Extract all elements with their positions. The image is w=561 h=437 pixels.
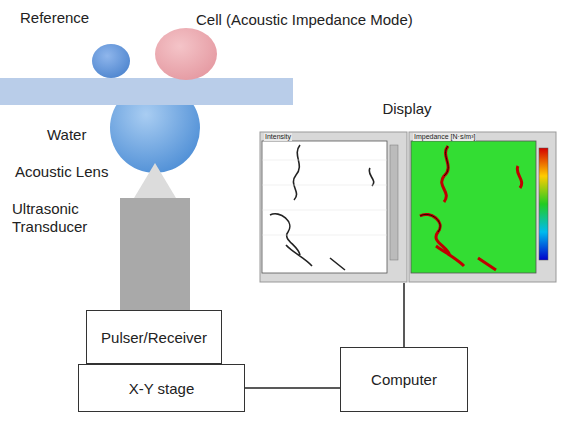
part-label: Cell (Acoustic Impedance Mode)	[196, 11, 413, 29]
process-box: X-Y stage	[78, 364, 245, 412]
panel-heading: Display	[258, 100, 556, 117]
ultrasonic-transducer	[120, 198, 190, 310]
screen-title: Intensity	[264, 133, 292, 141]
part-label: Reference	[20, 9, 89, 27]
cell-sample	[155, 28, 217, 80]
substrate-plate	[0, 78, 293, 105]
process-box: Computer	[340, 347, 468, 412]
connector-line	[245, 387, 340, 389]
part-label: Ultrasonic Transducer	[12, 200, 102, 236]
screen-title: Impedance [N·s/m³]	[413, 133, 476, 141]
connector-line	[403, 283, 405, 347]
display-screens	[260, 132, 556, 282]
box-label: X-Y stage	[129, 380, 195, 397]
box-label: Pulser/Receiver	[101, 329, 207, 346]
box-label: Computer	[371, 371, 437, 388]
display-panel: Display	[258, 130, 556, 283]
process-box: Pulser/Receiver	[86, 310, 222, 364]
part-label: Water	[47, 126, 86, 144]
part-label: Acoustic Lens	[15, 163, 108, 181]
acoustic-lens	[134, 163, 176, 198]
reference-sample	[92, 44, 130, 78]
